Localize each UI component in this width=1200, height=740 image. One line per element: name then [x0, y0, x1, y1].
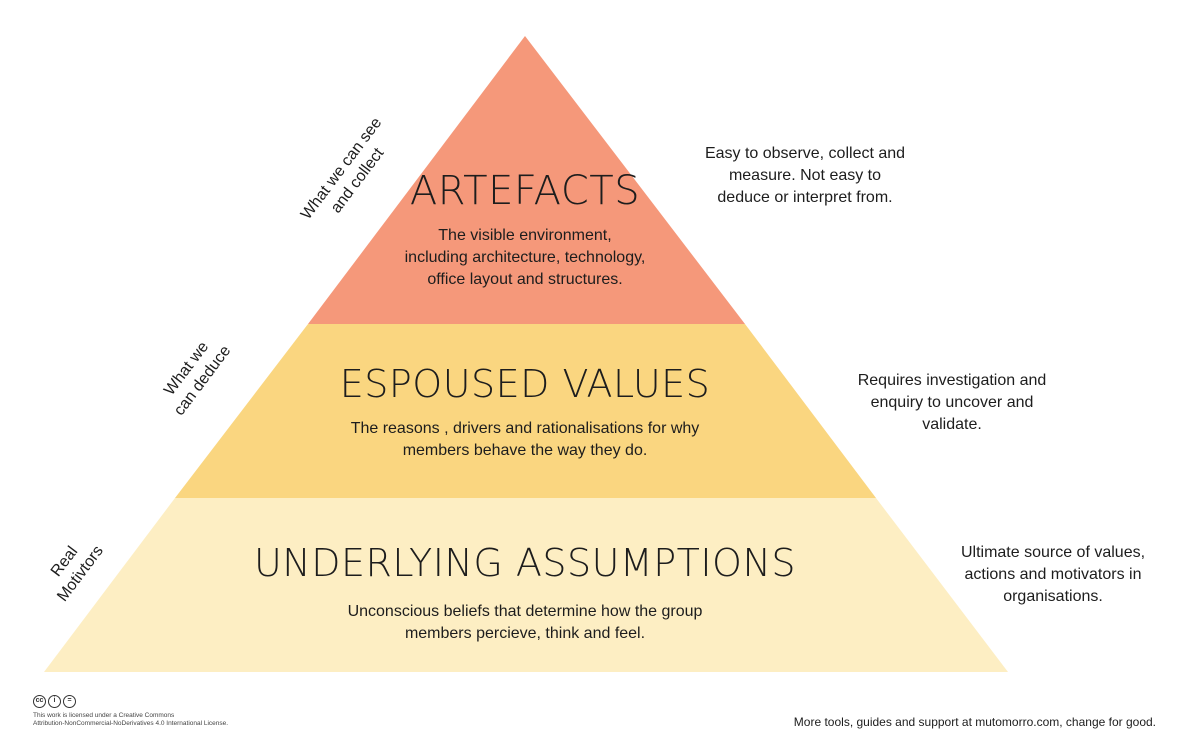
espoused-values-side-note: Requires investigation and enquiry to un… — [857, 372, 1047, 433]
artefacts-side-note: Easy to observe, collect and measure. No… — [704, 145, 906, 206]
espoused-values-description: The reasons , drivers and rationalisatio… — [350, 420, 700, 459]
noderivatives-icon: = — [63, 695, 76, 708]
license-block: cc i = This work is licensed under a Cre… — [33, 695, 253, 728]
attribution-icon: i — [48, 695, 61, 708]
artefacts-tier-shape — [308, 36, 745, 324]
cc-icon: cc — [33, 695, 46, 708]
artefacts-description: The visible environment, including archi… — [404, 227, 646, 288]
espoused-values-title: ESPOUSED VALUES — [339, 362, 711, 406]
underlying-assumptions-title: UNDERLYING ASSUMPTIONS — [253, 541, 797, 585]
license-text: This work is licensed under a Creative C… — [33, 712, 229, 727]
underlying-assumptions-description: Unconscious beliefs that determine how t… — [347, 603, 703, 642]
underlying-assumptions-side-note: Ultimate source of values, actions and m… — [960, 544, 1146, 605]
footer-tagline: More tools, guides and support at mutomo… — [793, 715, 1156, 729]
underlying-assumptions-tier-shape — [44, 498, 1008, 672]
creative-commons-icons: cc i = — [33, 695, 253, 708]
artefacts-title: ARTEFACTS — [409, 168, 641, 214]
espoused-values-tier-shape — [175, 324, 876, 498]
